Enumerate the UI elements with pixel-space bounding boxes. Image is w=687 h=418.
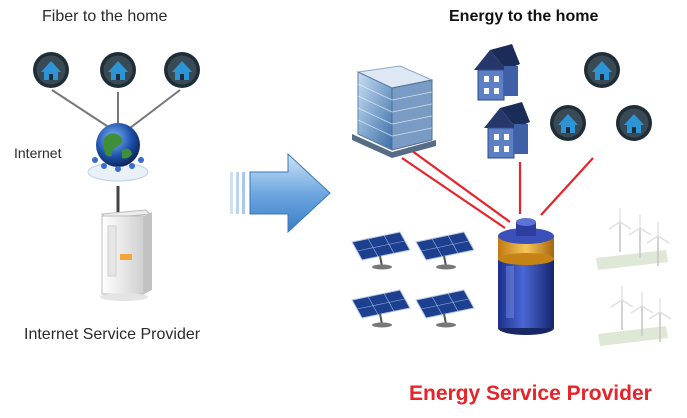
solar-panel-icon xyxy=(415,289,475,329)
energy-to-home-title: Energy to the home xyxy=(449,8,599,25)
server-icon xyxy=(100,209,152,301)
battery-icon xyxy=(498,218,554,335)
internet-service-provider-label: Internet Service Provider xyxy=(24,326,201,343)
fiber-to-home-title: Fiber to the home xyxy=(42,8,168,25)
fiber-connectors xyxy=(51,89,181,212)
home-icon xyxy=(584,52,620,88)
transition-arrow-icon xyxy=(230,152,331,234)
house-icon xyxy=(484,102,530,159)
globe-icon xyxy=(87,123,149,182)
wind-turbine-icon xyxy=(596,207,670,270)
solar-panel-icon xyxy=(351,231,411,271)
home-icon xyxy=(33,52,69,88)
home-icon xyxy=(616,105,652,141)
home-icon xyxy=(550,105,586,141)
wind-turbine-icon xyxy=(598,285,672,346)
energy-service-provider-label: Energy Service Provider xyxy=(409,382,652,405)
home-icon xyxy=(100,52,136,88)
house-icon xyxy=(474,44,520,101)
solar-panel-icon xyxy=(415,231,475,271)
home-icon xyxy=(164,52,200,88)
office-building-icon xyxy=(352,65,436,158)
internet-label: Internet xyxy=(14,145,62,161)
solar-panel-icon xyxy=(351,289,411,329)
power-lines xyxy=(401,147,594,229)
